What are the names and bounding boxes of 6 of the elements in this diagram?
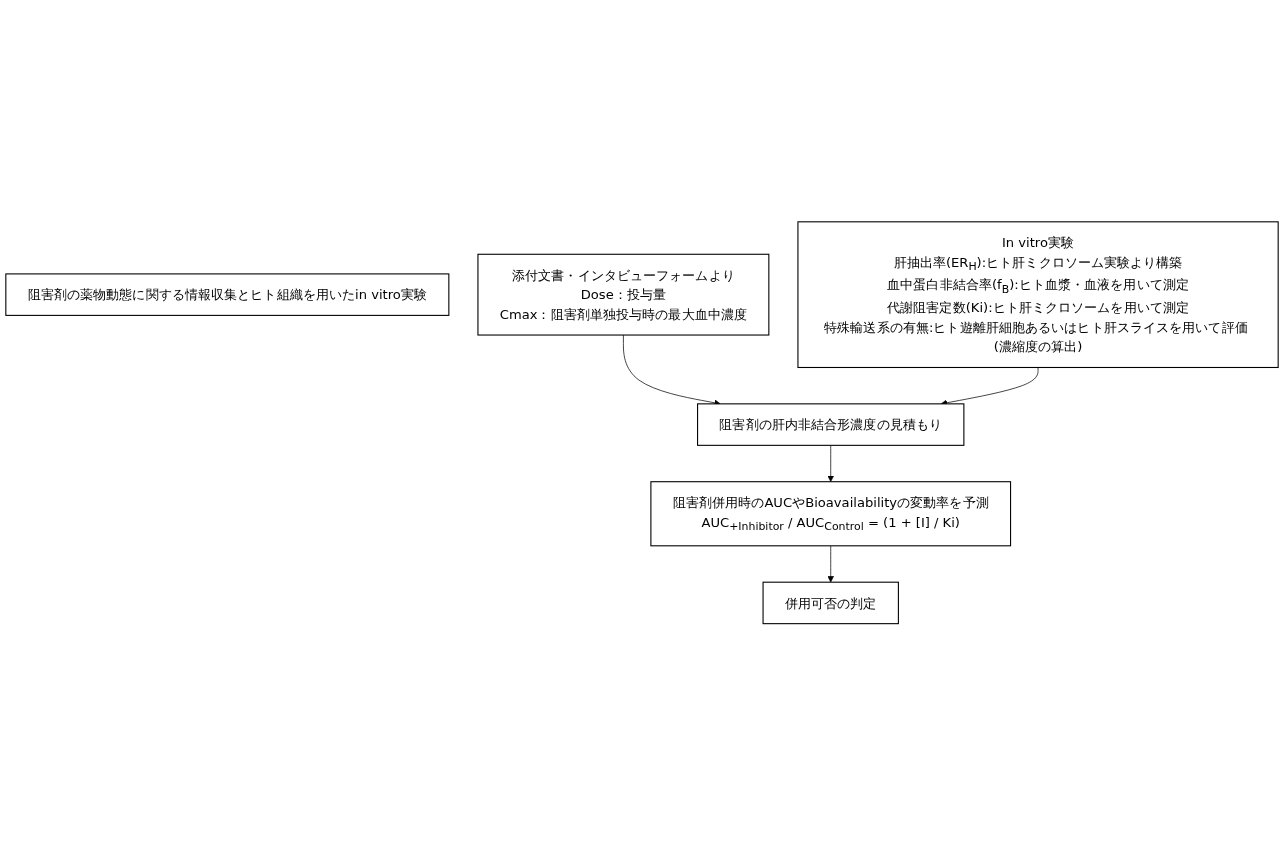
node-box: In vitro実験 肝抽出率(ER$_{H}$):ヒト肝ミクロソーム実験より構築 血中蛋白非結合率(f$_{B}$):ヒト血漿・血液を用いて測定 代謝阻害定数(Ki):ヒト肝ミクロソームを用いて測定 特殊輸送系の有無:ヒト遊離肝細胞あるいはヒト肝スライスを用いて評価 (濃縮度の算出) (797, 221, 1279, 369)
node-box: 併用可否の判定 (762, 581, 899, 625)
node-box: 阻害剤の肝内非結合形濃度の見積もり (697, 403, 965, 447)
node-box: 阻害剤併用時のAUCやBioavailabilityの変動率を予測 AUC$_{+Inhibitor}$ / AUC$_{Control}$ = (1 + [I] / Ki) (650, 481, 1012, 547)
node-box: 添付文書・インタビューフォームより Dose：投与量 Cmax：阻害剤単独投与時の最大血中濃度 (477, 253, 770, 336)
node-box: 阻害剤の薬物動態に関する情報収集とヒト組織を用いたin vitro実験 (5, 273, 450, 317)
